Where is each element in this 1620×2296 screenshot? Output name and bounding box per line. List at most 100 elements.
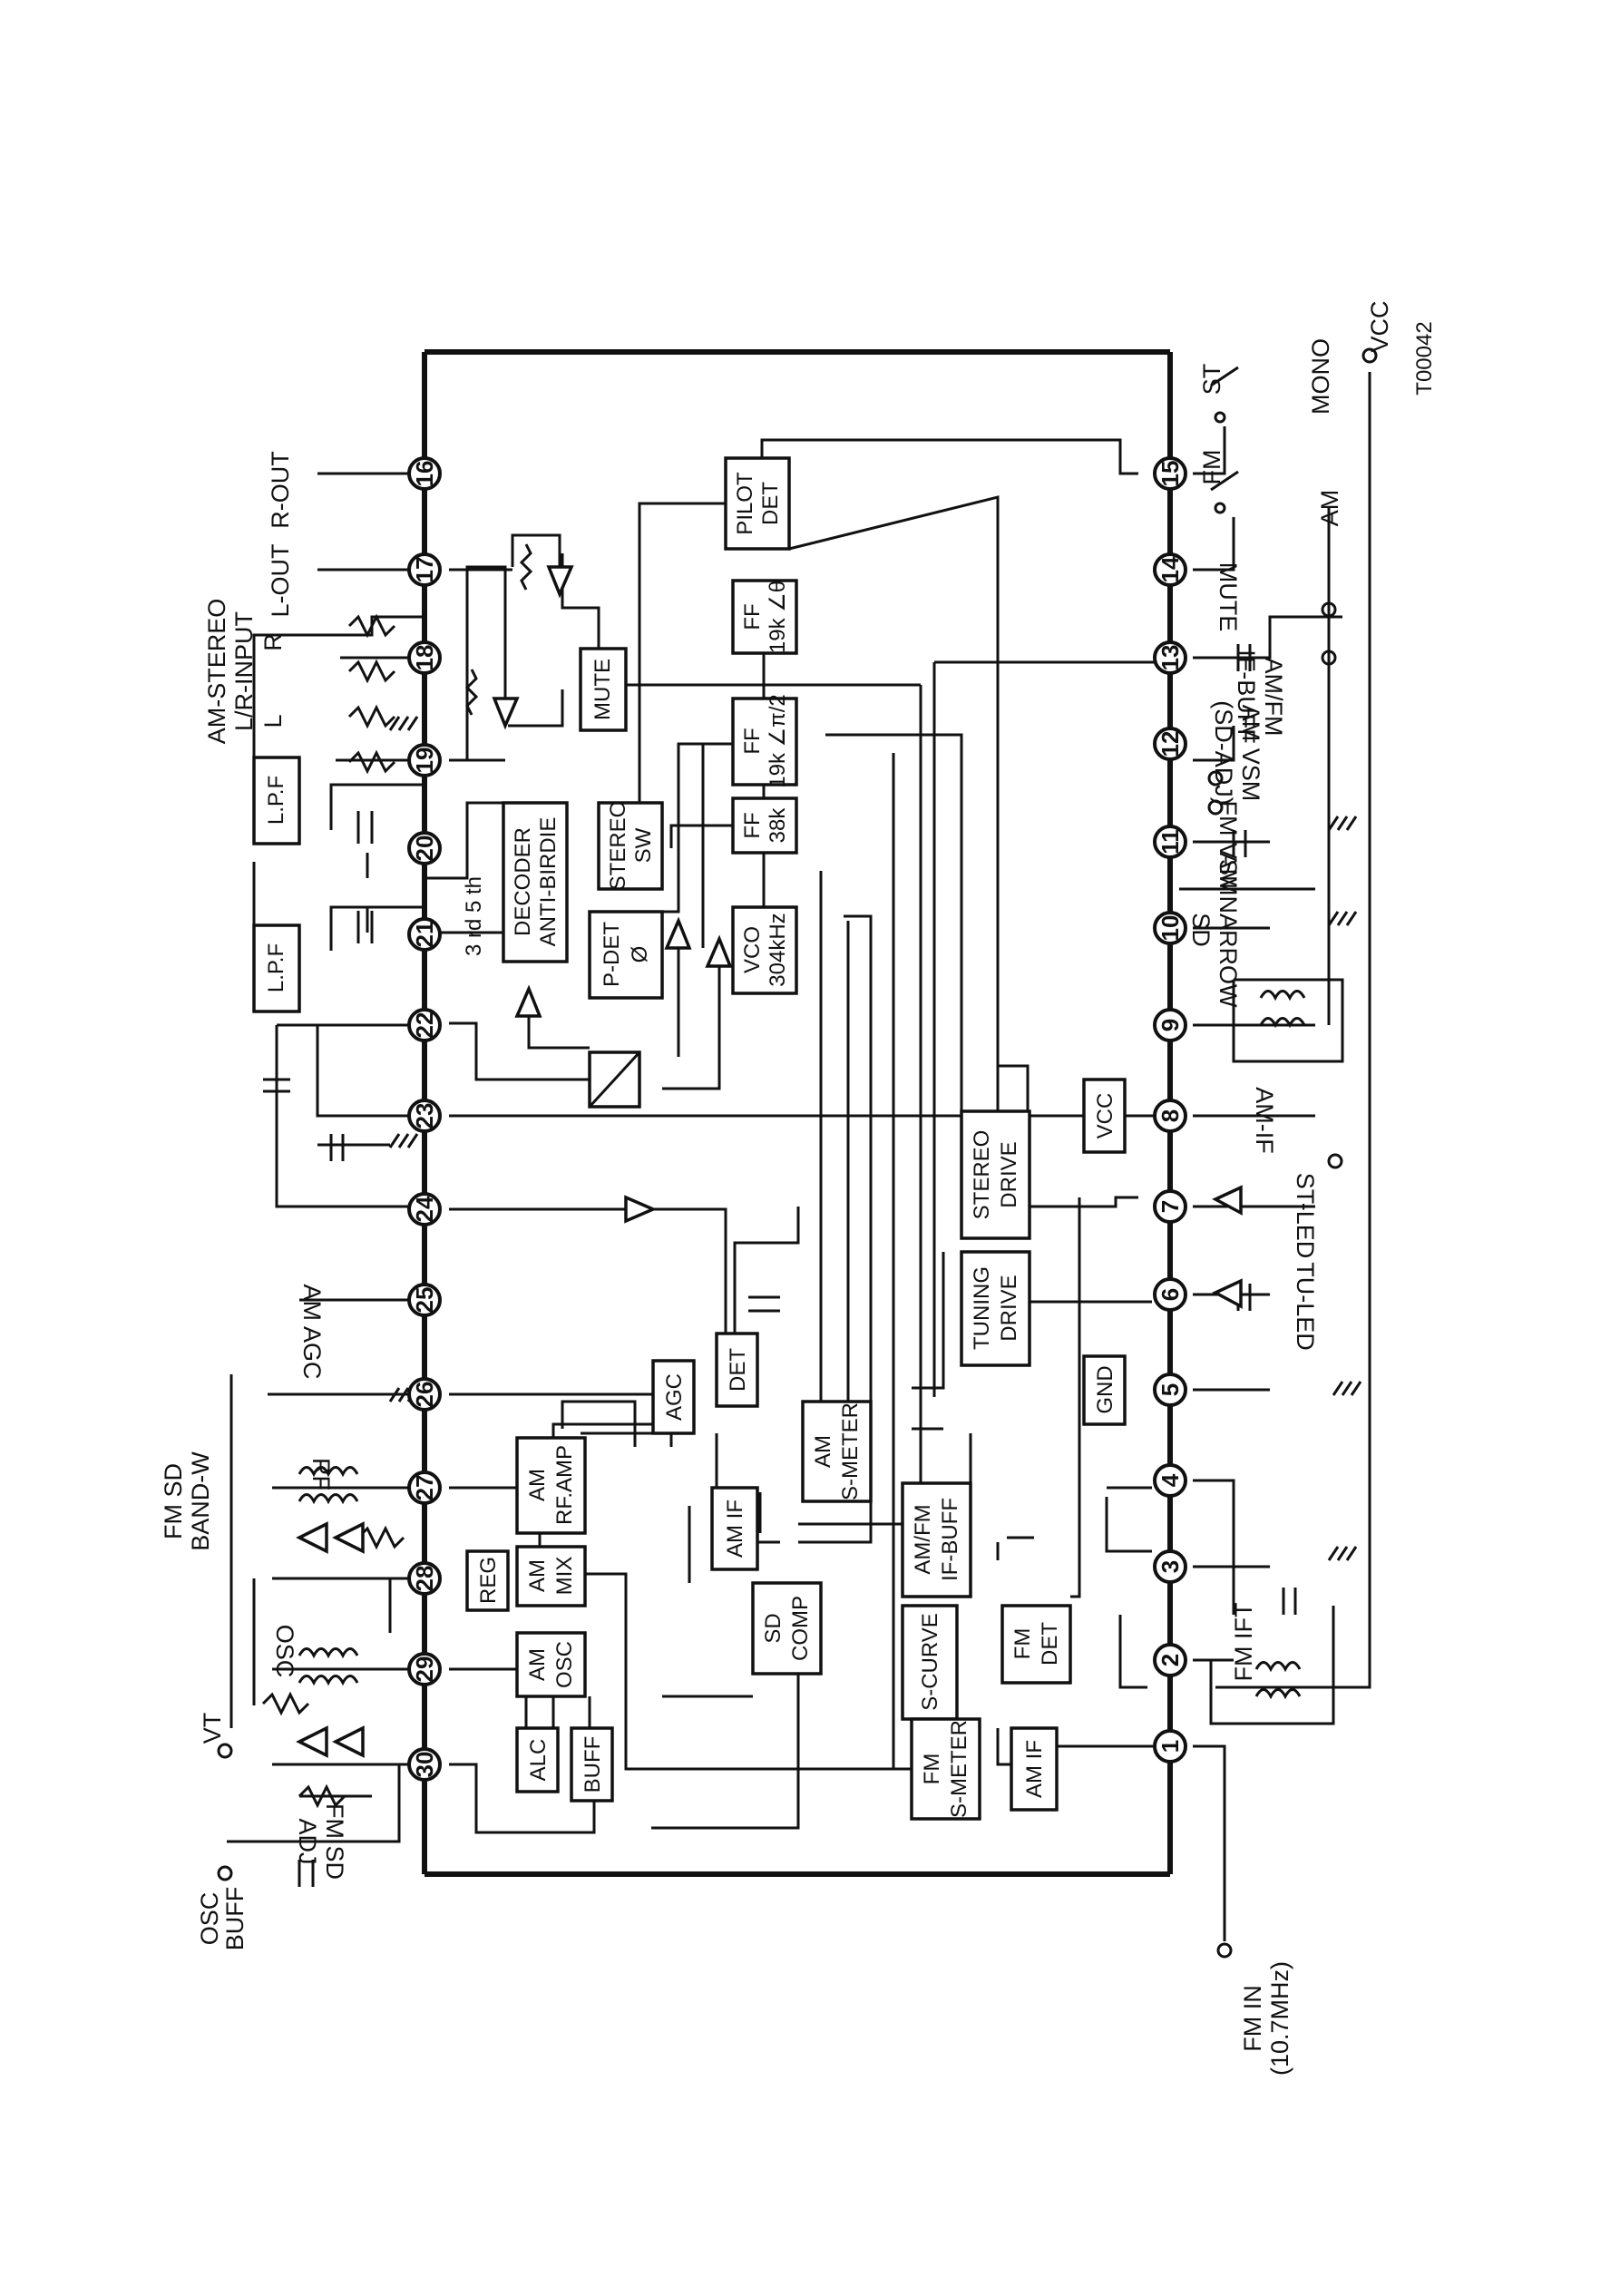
internal-wiring [425, 438, 1170, 1834]
svg-text:10: 10 [1156, 915, 1184, 942]
pin-8: 8 [1153, 1099, 1187, 1133]
svg-text:14: 14 [1156, 556, 1184, 582]
svg-text:8: 8 [1156, 1109, 1184, 1122]
decoder-note: 3 rd 5 th [462, 876, 486, 956]
pin-25: 25 [407, 1283, 442, 1317]
label-band-w: BAND-W [187, 1451, 214, 1551]
block-am-osc: AM OSC [515, 1631, 587, 1698]
pin-13: 13 [1153, 640, 1187, 675]
osc-buff-terminal [217, 1865, 233, 1881]
block-ff-38k: FF 38k [731, 796, 798, 855]
svg-text:FF: FF [740, 812, 765, 838]
svg-text:24: 24 [411, 1196, 438, 1222]
svg-text:7: 7 [1156, 1200, 1184, 1213]
svg-text:FM: FM [920, 1754, 944, 1785]
diagram-code: T00042 [1412, 321, 1437, 395]
label-fm-in-freq: (10.7MHz) [1266, 1961, 1293, 2076]
svg-text:S-METER: S-METER [947, 1720, 971, 1818]
svg-text:19k ∠θ: 19k ∠θ [766, 581, 790, 653]
label-mono: MONO [1307, 338, 1334, 415]
pin-10: 10 [1153, 911, 1187, 945]
block-am-mix: AM MIX [515, 1545, 587, 1607]
pin-3: 3 [1153, 1549, 1187, 1584]
svg-text:AGC: AGC [662, 1373, 687, 1421]
svg-text:TUNING: TUNING [970, 1266, 994, 1350]
label-osc: OSC [196, 1892, 223, 1946]
label-if-buff: IF-BUFF [1233, 650, 1260, 743]
label-am-fm: AM/FM [1260, 658, 1287, 737]
svg-text:P-DET: P-DET [600, 922, 624, 987]
svg-text:9: 9 [1156, 1019, 1184, 1031]
label-sd: SD [1187, 913, 1215, 947]
label-tu-led: TU-LED [1292, 1262, 1319, 1351]
mute-terminal [1321, 601, 1337, 618]
block-stereo-drive: STEREO DRIVE [960, 1109, 1031, 1240]
svg-text:4: 4 [1156, 1473, 1184, 1487]
label-am-agc: AM AGC [298, 1284, 326, 1379]
svg-text:16: 16 [411, 461, 438, 487]
block-fm-det: FM DET [1000, 1604, 1072, 1685]
block-vcc: VCC [1082, 1078, 1127, 1154]
pin-30: 30 [407, 1747, 442, 1782]
svg-text:AM: AM [811, 1435, 835, 1468]
vt-terminal [217, 1743, 233, 1759]
pin-12: 12 [1153, 727, 1187, 761]
label-fm-vsm: FM VSM [1215, 801, 1242, 896]
block-vco: VCO 304kHz [731, 905, 798, 995]
block-lpf-20: L.P.F [252, 756, 301, 845]
label-buff: BUFF [221, 1887, 249, 1951]
svg-text:38k: 38k [766, 807, 790, 844]
label-fm-in: FM IN [1239, 1985, 1266, 2052]
svg-text:Ø: Ø [628, 946, 652, 963]
svg-text:22: 22 [411, 1012, 438, 1039]
label-osc-coil: OSC [271, 1625, 298, 1678]
if-buff-terminal [1321, 650, 1337, 666]
pin-11: 11 [1153, 825, 1187, 859]
svg-text:STEREO: STEREO [606, 801, 630, 891]
block-pilot-det: PILOT DET [724, 456, 791, 551]
label-am-stereo: AM-STEREO [203, 599, 230, 745]
pin-17: 17 [407, 552, 442, 587]
pin-23: 23 [407, 1099, 442, 1133]
label-mute-in: MUTE [1215, 562, 1242, 632]
svg-text:L.P.F: L.P.F [264, 943, 288, 992]
svg-text:5: 5 [1156, 1383, 1184, 1396]
svg-text:PILOT: PILOT [733, 472, 757, 535]
svg-text:SW: SW [631, 827, 656, 863]
pin-1: 1 [1153, 1729, 1187, 1764]
svg-text:AM: AM [525, 1469, 550, 1501]
label-lr-input: L/R-INPUT [230, 611, 258, 731]
pin-16: 16 [407, 456, 442, 491]
svg-text:19k ∠π/2: 19k ∠π/2 [766, 694, 790, 787]
label-st-sw: ST [1198, 364, 1225, 396]
svg-text:DET: DET [758, 482, 783, 525]
label-vt: VT [199, 1713, 226, 1744]
label-l-out: L-OUT [267, 544, 294, 618]
svg-text:AM: AM [525, 1559, 550, 1592]
svg-text:17: 17 [411, 557, 438, 583]
svg-text:FM: FM [1010, 1628, 1035, 1660]
pins-bottom-row: 15 14 13 12 11 10 9 8 7 6 5 4 3 2 1 [1153, 456, 1187, 1764]
pins-top-row: 16 17 18 19 20 21 22 23 24 25 26 27 28 2… [407, 456, 442, 1782]
block-fm-s-meter: FM S-METER [910, 1717, 981, 1821]
svg-text:2: 2 [1156, 1654, 1184, 1666]
pin-4: 4 [1153, 1463, 1187, 1498]
svg-text:STEREO: STEREO [970, 1130, 994, 1220]
svg-text:304kHz: 304kHz [766, 913, 790, 986]
block-mute: MUTE [579, 647, 628, 732]
block-s-curve: S-CURVE [901, 1604, 959, 1721]
svg-text:11: 11 [1156, 829, 1184, 855]
label-rf: RF [307, 1458, 335, 1490]
label-vcc: VCC [1366, 300, 1393, 352]
block-lpf-21: L.P.F [252, 923, 301, 1013]
svg-text:RF.AMP: RF.AMP [552, 1445, 577, 1525]
label-am-sw: AM [1316, 490, 1343, 527]
pin-15: 15 [1153, 456, 1187, 491]
svg-text:23: 23 [411, 1103, 438, 1129]
svg-text:AM: AM [525, 1648, 550, 1681]
svg-text:6: 6 [1156, 1288, 1184, 1301]
svg-text:27: 27 [411, 1475, 438, 1501]
svg-text:OSC: OSC [552, 1641, 577, 1688]
label-fm-sw: FM [1198, 450, 1225, 485]
svg-text:18: 18 [411, 645, 438, 671]
